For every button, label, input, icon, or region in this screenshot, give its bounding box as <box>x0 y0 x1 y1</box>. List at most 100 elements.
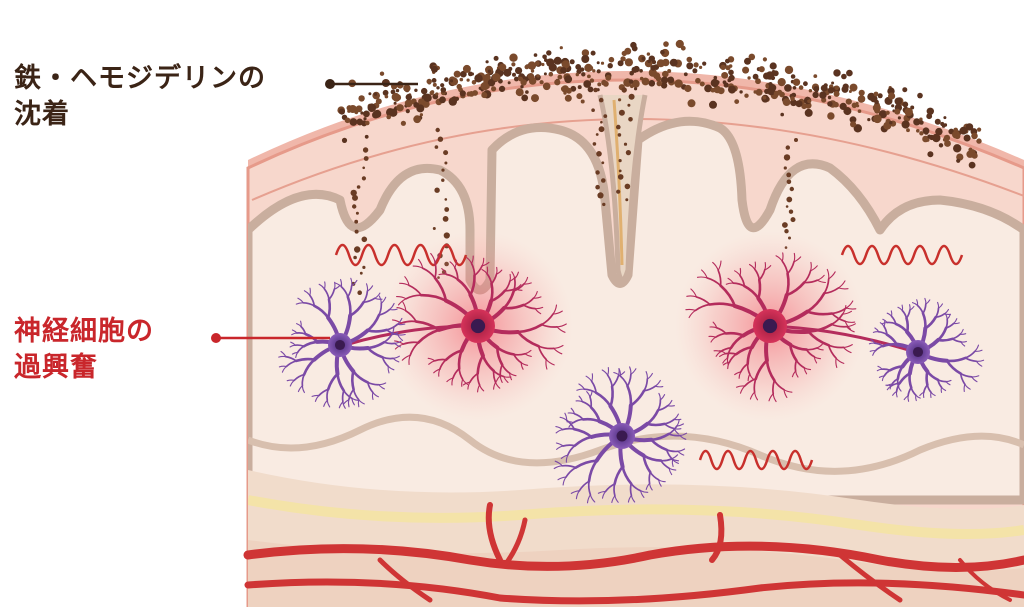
deposit-particle <box>363 147 368 152</box>
deposit-particle <box>396 104 403 111</box>
deposit-particle <box>353 256 357 260</box>
deposit-particle <box>625 198 628 201</box>
deposit-particle <box>850 84 858 92</box>
deposit-particle <box>467 92 472 97</box>
deposit-particle <box>902 102 908 108</box>
deposit-particle <box>597 82 601 86</box>
deposit-particle <box>894 109 900 115</box>
deposit-particle <box>619 110 625 116</box>
deposit-particle <box>906 128 910 132</box>
deposit-particle <box>754 90 757 93</box>
deposit-particle <box>796 100 803 107</box>
deposit-particle <box>813 86 819 92</box>
deposit-particle <box>445 198 448 201</box>
deposit-particle <box>791 217 796 222</box>
deposit-particle <box>595 170 599 174</box>
deposit-particle <box>418 98 424 104</box>
deposit-particle <box>927 108 934 115</box>
deposit-particle <box>601 178 606 183</box>
deposit-particle <box>531 69 534 72</box>
deposit-particle <box>828 87 834 93</box>
deposit-particle <box>516 88 524 96</box>
deposit-particle <box>843 107 851 115</box>
deposit-particle <box>603 114 607 118</box>
deposit-particle <box>725 59 730 64</box>
deposit-particle <box>394 102 397 105</box>
deposit-particle <box>427 79 432 84</box>
deposit-label: 鉄・ヘモジデリンの 沈着 <box>14 61 266 133</box>
deposit-particle <box>350 118 358 126</box>
deposit-particle <box>935 128 942 135</box>
deposit-particle <box>349 105 357 113</box>
deposit-particle <box>601 161 604 164</box>
deposit-particle <box>499 64 506 71</box>
deposit-particle <box>591 108 595 112</box>
deposit-particle <box>488 70 491 73</box>
deposit-particle <box>939 143 943 147</box>
deposit-particle <box>603 81 609 87</box>
deposit-particle <box>597 69 601 73</box>
deposit-particle <box>727 78 731 82</box>
deposit-particle <box>508 81 511 84</box>
deposit-particle <box>784 154 790 160</box>
deposit-particle <box>618 133 622 137</box>
deposit-particle <box>441 179 444 182</box>
deposit-particle <box>356 119 363 126</box>
deposit-particle <box>435 92 438 95</box>
deposit-particle <box>827 101 832 106</box>
deposit-particle <box>841 74 847 80</box>
deposit-particle <box>662 71 669 78</box>
deposit-particle <box>833 69 840 76</box>
deposit-particle <box>940 122 944 126</box>
deposit-particle <box>362 237 368 243</box>
deposit-particle <box>423 94 431 102</box>
deposit-particle <box>546 50 551 55</box>
deposit-particle <box>786 145 790 149</box>
deposit-particle <box>895 98 903 106</box>
neuron-label-line2: 過興奮 <box>14 350 154 386</box>
deposit-particle <box>778 78 786 86</box>
deposit-particle <box>362 266 365 269</box>
deposit-particle <box>540 80 544 84</box>
deposit-particle <box>943 116 946 119</box>
deposit-particle <box>360 272 363 275</box>
deposit-particle <box>744 94 748 98</box>
deposit-particle <box>373 110 381 118</box>
deposit-particle <box>472 90 478 96</box>
deposit-particle <box>454 71 461 78</box>
deposit-particle <box>874 92 879 97</box>
deposit-particle <box>859 90 865 96</box>
deposit-particle <box>576 73 579 76</box>
deposit-particle <box>450 79 453 82</box>
deposit-particle <box>789 210 793 214</box>
deposit-particle <box>642 78 650 86</box>
deposit-particle <box>721 72 728 79</box>
deposit-particle <box>420 113 423 116</box>
deposit-particle <box>509 54 517 62</box>
deposit-particle <box>593 88 598 93</box>
deposit-particle <box>812 92 818 98</box>
deposit-particle <box>531 94 539 102</box>
deposit-particle <box>362 167 365 170</box>
deposit-particle <box>364 156 369 161</box>
deposit-particle <box>858 109 862 113</box>
deposit-particle <box>660 50 665 55</box>
deposit-particle <box>560 67 567 74</box>
deposit-particle <box>421 88 427 94</box>
deposit-particle <box>977 128 981 132</box>
deposit-particle <box>720 65 725 70</box>
deposit-particle <box>794 138 798 142</box>
deposit-particle <box>616 190 620 194</box>
deposit-particle <box>521 95 528 102</box>
deposit-particle <box>536 74 539 77</box>
deposit-particle <box>602 203 605 206</box>
deposit-particle <box>629 94 635 100</box>
deposit-particle <box>554 79 560 85</box>
deposit-particle <box>508 67 512 71</box>
deposit-particle <box>692 68 697 73</box>
deposit-particle <box>403 84 410 91</box>
deposit-particle <box>695 78 701 84</box>
deposit-particle <box>786 205 789 208</box>
deposit-particle <box>846 99 852 105</box>
deposit-particle <box>581 72 585 76</box>
